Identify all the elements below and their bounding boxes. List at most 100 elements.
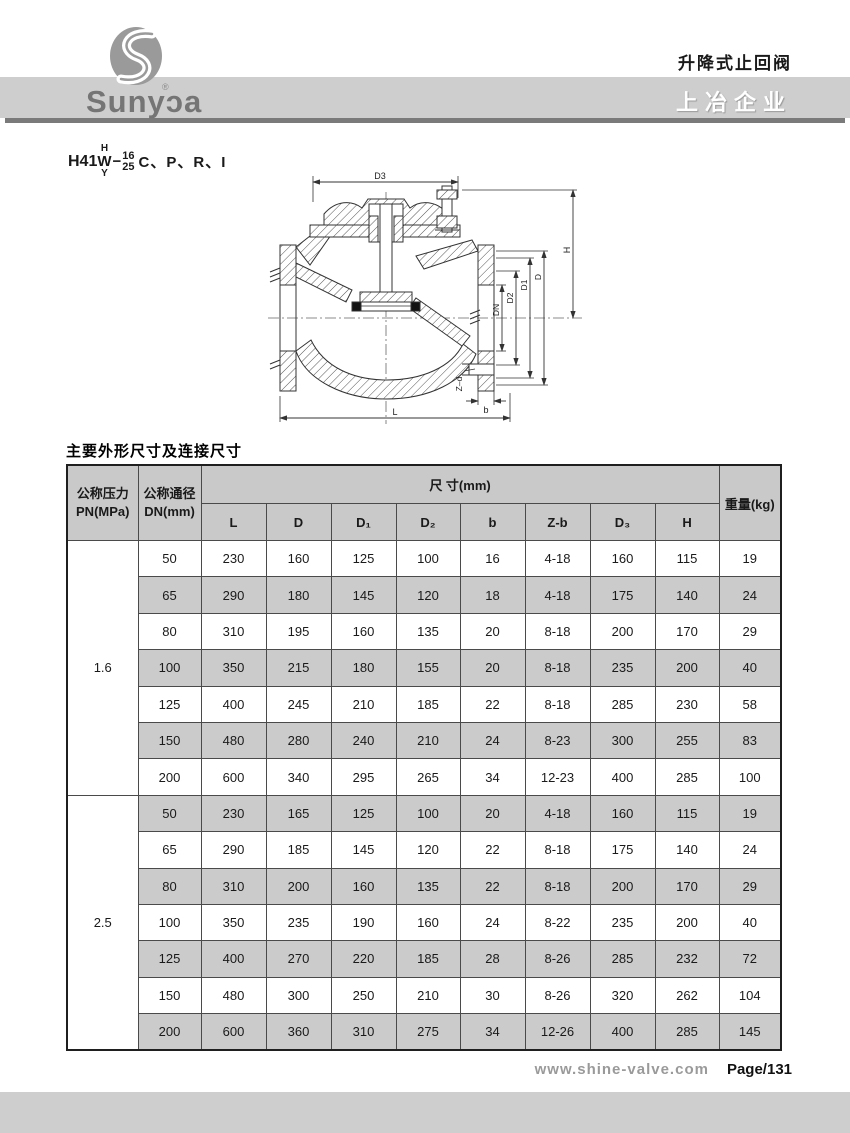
- table-cell: 8-26: [524, 976, 591, 1015]
- table-cell: 104: [718, 976, 782, 1015]
- table-cell: 34: [459, 1013, 526, 1051]
- model-pn25: 25: [122, 160, 135, 173]
- table-cell: 50: [137, 539, 202, 578]
- table-cell: 200: [654, 903, 720, 942]
- table-cell: 270: [265, 940, 332, 978]
- table-cell: 4-18: [524, 539, 591, 578]
- table-cell: 310: [330, 1013, 397, 1051]
- table-cell: 200: [589, 612, 656, 651]
- dim-label-d2: D2: [505, 292, 515, 303]
- table-cell: 100: [718, 758, 782, 796]
- table-cell: 350: [200, 649, 267, 687]
- table-cell: 400: [200, 940, 267, 978]
- table-cell: 83: [718, 721, 782, 760]
- table-cell: 195: [265, 612, 332, 651]
- table-cell: 185: [395, 940, 461, 978]
- table-cell: 65: [137, 576, 202, 614]
- table-cell: 310: [200, 867, 267, 905]
- table-cell: 285: [589, 685, 656, 723]
- dim-label-d: D: [533, 274, 543, 280]
- spec-table: 公称压力 PN(MPa) 公称通径 DN(mm) 尺 寸(mm) 重量(kg) …: [66, 464, 783, 1052]
- table-cell: 200: [137, 758, 202, 796]
- valve-drawing: D3 H DN D2 D1 D Z–d b L: [268, 171, 582, 424]
- table-cell: 58: [718, 685, 782, 723]
- table-cell: 480: [200, 976, 267, 1015]
- table-cell: 145: [330, 831, 397, 869]
- table-cell: 19: [718, 539, 782, 578]
- dim-label-d3: D3: [374, 171, 386, 181]
- table-cell: 20: [459, 794, 526, 833]
- table-cell: 200: [265, 867, 332, 905]
- table-cell: 155: [395, 649, 461, 687]
- dim-col-header: D₃: [589, 503, 656, 541]
- table-cell: 400: [589, 758, 656, 796]
- footer: www.shine-valve.com Page/131: [535, 1061, 792, 1078]
- dim-col-header: D: [265, 503, 332, 541]
- table-cell: 12-26: [524, 1013, 591, 1051]
- table-cell: 4-18: [524, 794, 591, 833]
- table-cell: 200: [137, 1013, 202, 1051]
- col-header-pressure: 公称压力 PN(MPa): [66, 464, 139, 541]
- table-cell: 160: [589, 539, 656, 578]
- table-cell: 115: [654, 539, 720, 578]
- table-cell: 180: [265, 576, 332, 614]
- dn-header-line2: DN(mm): [144, 504, 195, 519]
- dim-col-header: Z-b: [524, 503, 591, 541]
- page-number: Page/131: [726, 1061, 792, 1078]
- table-cell: 24: [718, 576, 782, 614]
- table-cell: 235: [589, 649, 656, 687]
- table-cell: 350: [200, 903, 267, 942]
- table-cell: 232: [654, 940, 720, 978]
- model-letter-top: H: [100, 143, 109, 154]
- table-cell: 20: [459, 649, 526, 687]
- table-cell: 8-18: [524, 867, 591, 905]
- table-cell: 4-18: [524, 576, 591, 614]
- header-rule: [5, 118, 845, 123]
- registered-mark-icon: ®: [162, 82, 169, 92]
- dim-label-b: b: [483, 405, 488, 415]
- col-header-dn: 公称通径 DN(mm): [137, 464, 202, 541]
- dn-header-line1: 公称通径: [143, 486, 196, 502]
- page-topic: 升降式止回阀: [678, 54, 792, 73]
- table-cell: 340: [265, 758, 332, 796]
- dim-col-header: H: [654, 503, 720, 541]
- table-cell: 40: [718, 903, 782, 942]
- table-cell: 72: [718, 940, 782, 978]
- table-cell: 175: [589, 576, 656, 614]
- table-cell: 265: [395, 758, 461, 796]
- table-cell: 145: [330, 576, 397, 614]
- table-cell: 8-23: [524, 721, 591, 760]
- col-header-dimensions: 尺 寸(mm): [200, 464, 720, 504]
- dim-col-header: b: [459, 503, 526, 541]
- table-cell: 290: [200, 576, 267, 614]
- table-cell: 170: [654, 612, 720, 651]
- table-cell: 19: [718, 794, 782, 833]
- model-letter-stack: H W Y: [97, 144, 111, 179]
- table-cell: 480: [200, 721, 267, 760]
- model-pn16: 16: [122, 149, 135, 162]
- table-cell: 100: [395, 794, 461, 833]
- table-cell: 12-23: [524, 758, 591, 796]
- pn-group-cell: 2.5: [66, 794, 139, 1051]
- table-cell: 230: [654, 685, 720, 723]
- table-cell: 245: [265, 685, 332, 723]
- table-cell: 285: [654, 1013, 720, 1051]
- table-cell: 235: [589, 903, 656, 942]
- table-cell: 135: [395, 612, 461, 651]
- table-cell: 160: [330, 867, 397, 905]
- table-cell: 28: [459, 940, 526, 978]
- table-cell: 29: [718, 612, 782, 651]
- model-letter-mid: W: [97, 153, 112, 170]
- table-cell: 30: [459, 976, 526, 1015]
- table-cell: 300: [265, 976, 332, 1015]
